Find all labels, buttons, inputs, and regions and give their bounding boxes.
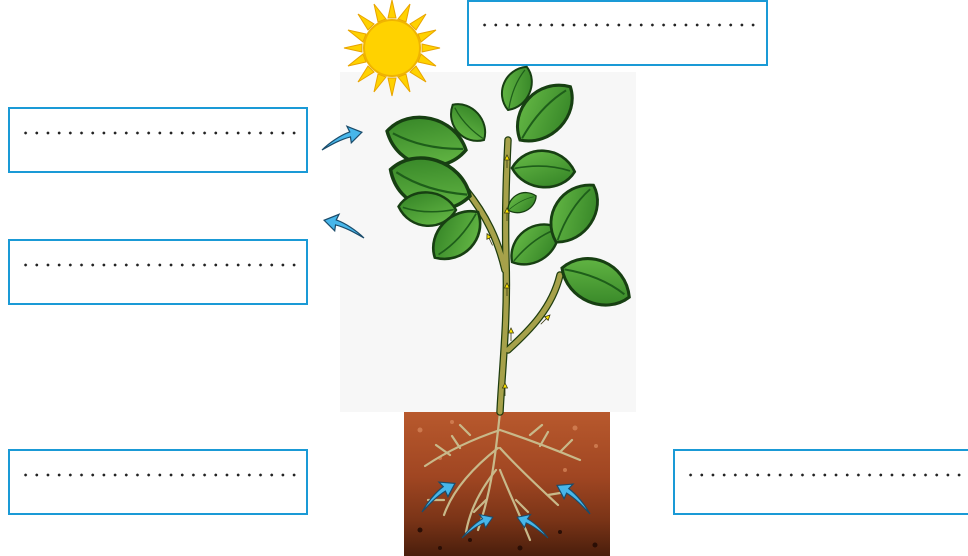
sun-icon bbox=[344, 0, 440, 96]
plant-background bbox=[340, 72, 636, 412]
